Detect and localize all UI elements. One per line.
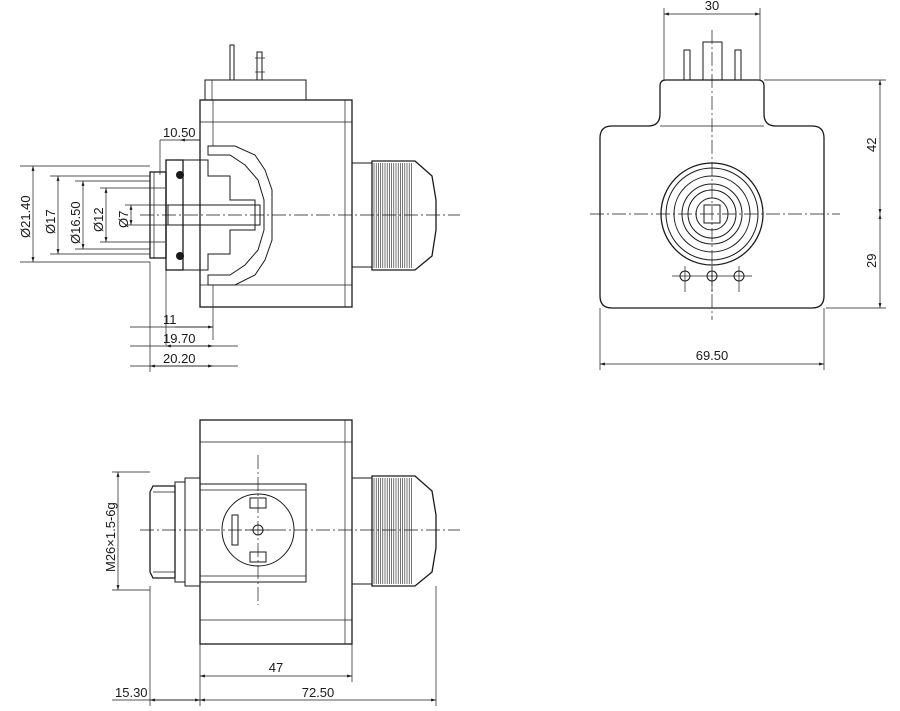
top-view: M26×1.5-6g 47 15.30 72.50: [103, 419, 460, 706]
front-dimensions: 10.50 Ø21.40 Ø17 Ø16.50 Ø12 Ø7: [18, 125, 238, 372]
dim-42: 42: [864, 138, 879, 152]
top-nut: [149, 477, 201, 587]
connector-plate: [199, 483, 307, 583]
coil-outline: [599, 79, 825, 309]
dim-15-30: 15.30: [115, 685, 148, 700]
coil-body: [199, 99, 353, 340]
dim-d7: Ø7: [116, 211, 131, 228]
terminal-connector: [204, 44, 307, 101]
dim-72-50: 72.50: [302, 685, 335, 700]
dim-29: 29: [864, 254, 879, 268]
top-dimensions: M26×1.5-6g 47 15.30 72.50: [103, 471, 437, 706]
top-coil-body: [199, 419, 353, 645]
top-knurled-knob: [351, 475, 437, 587]
dim-d17: Ø17: [43, 209, 58, 234]
dim-19-70: 19.70: [163, 331, 196, 346]
front-view: 10.50 Ø21.40 Ø17 Ø16.50 Ø12 Ø7: [18, 44, 460, 372]
side-dimensions: 30 42 29 69.50: [599, 0, 886, 370]
dim-11: 11: [163, 312, 177, 327]
thread-label: M26×1.5-6g: [103, 502, 118, 572]
dim-47: 47: [269, 660, 283, 675]
dim-30: 30: [705, 0, 719, 13]
dim-d12: Ø12: [91, 207, 106, 232]
dim-69-50: 69.50: [696, 348, 729, 363]
side-view: 30 42 29 69.50: [590, 0, 886, 370]
dim-d21-40: Ø21.40: [18, 195, 33, 238]
terminal-pins: [683, 41, 742, 80]
dim-10-50: 10.50: [163, 125, 196, 140]
knurled-knob: [351, 160, 437, 271]
dim-d16-50: Ø16.50: [68, 201, 83, 244]
dim-20-20: 20.20: [163, 351, 196, 366]
